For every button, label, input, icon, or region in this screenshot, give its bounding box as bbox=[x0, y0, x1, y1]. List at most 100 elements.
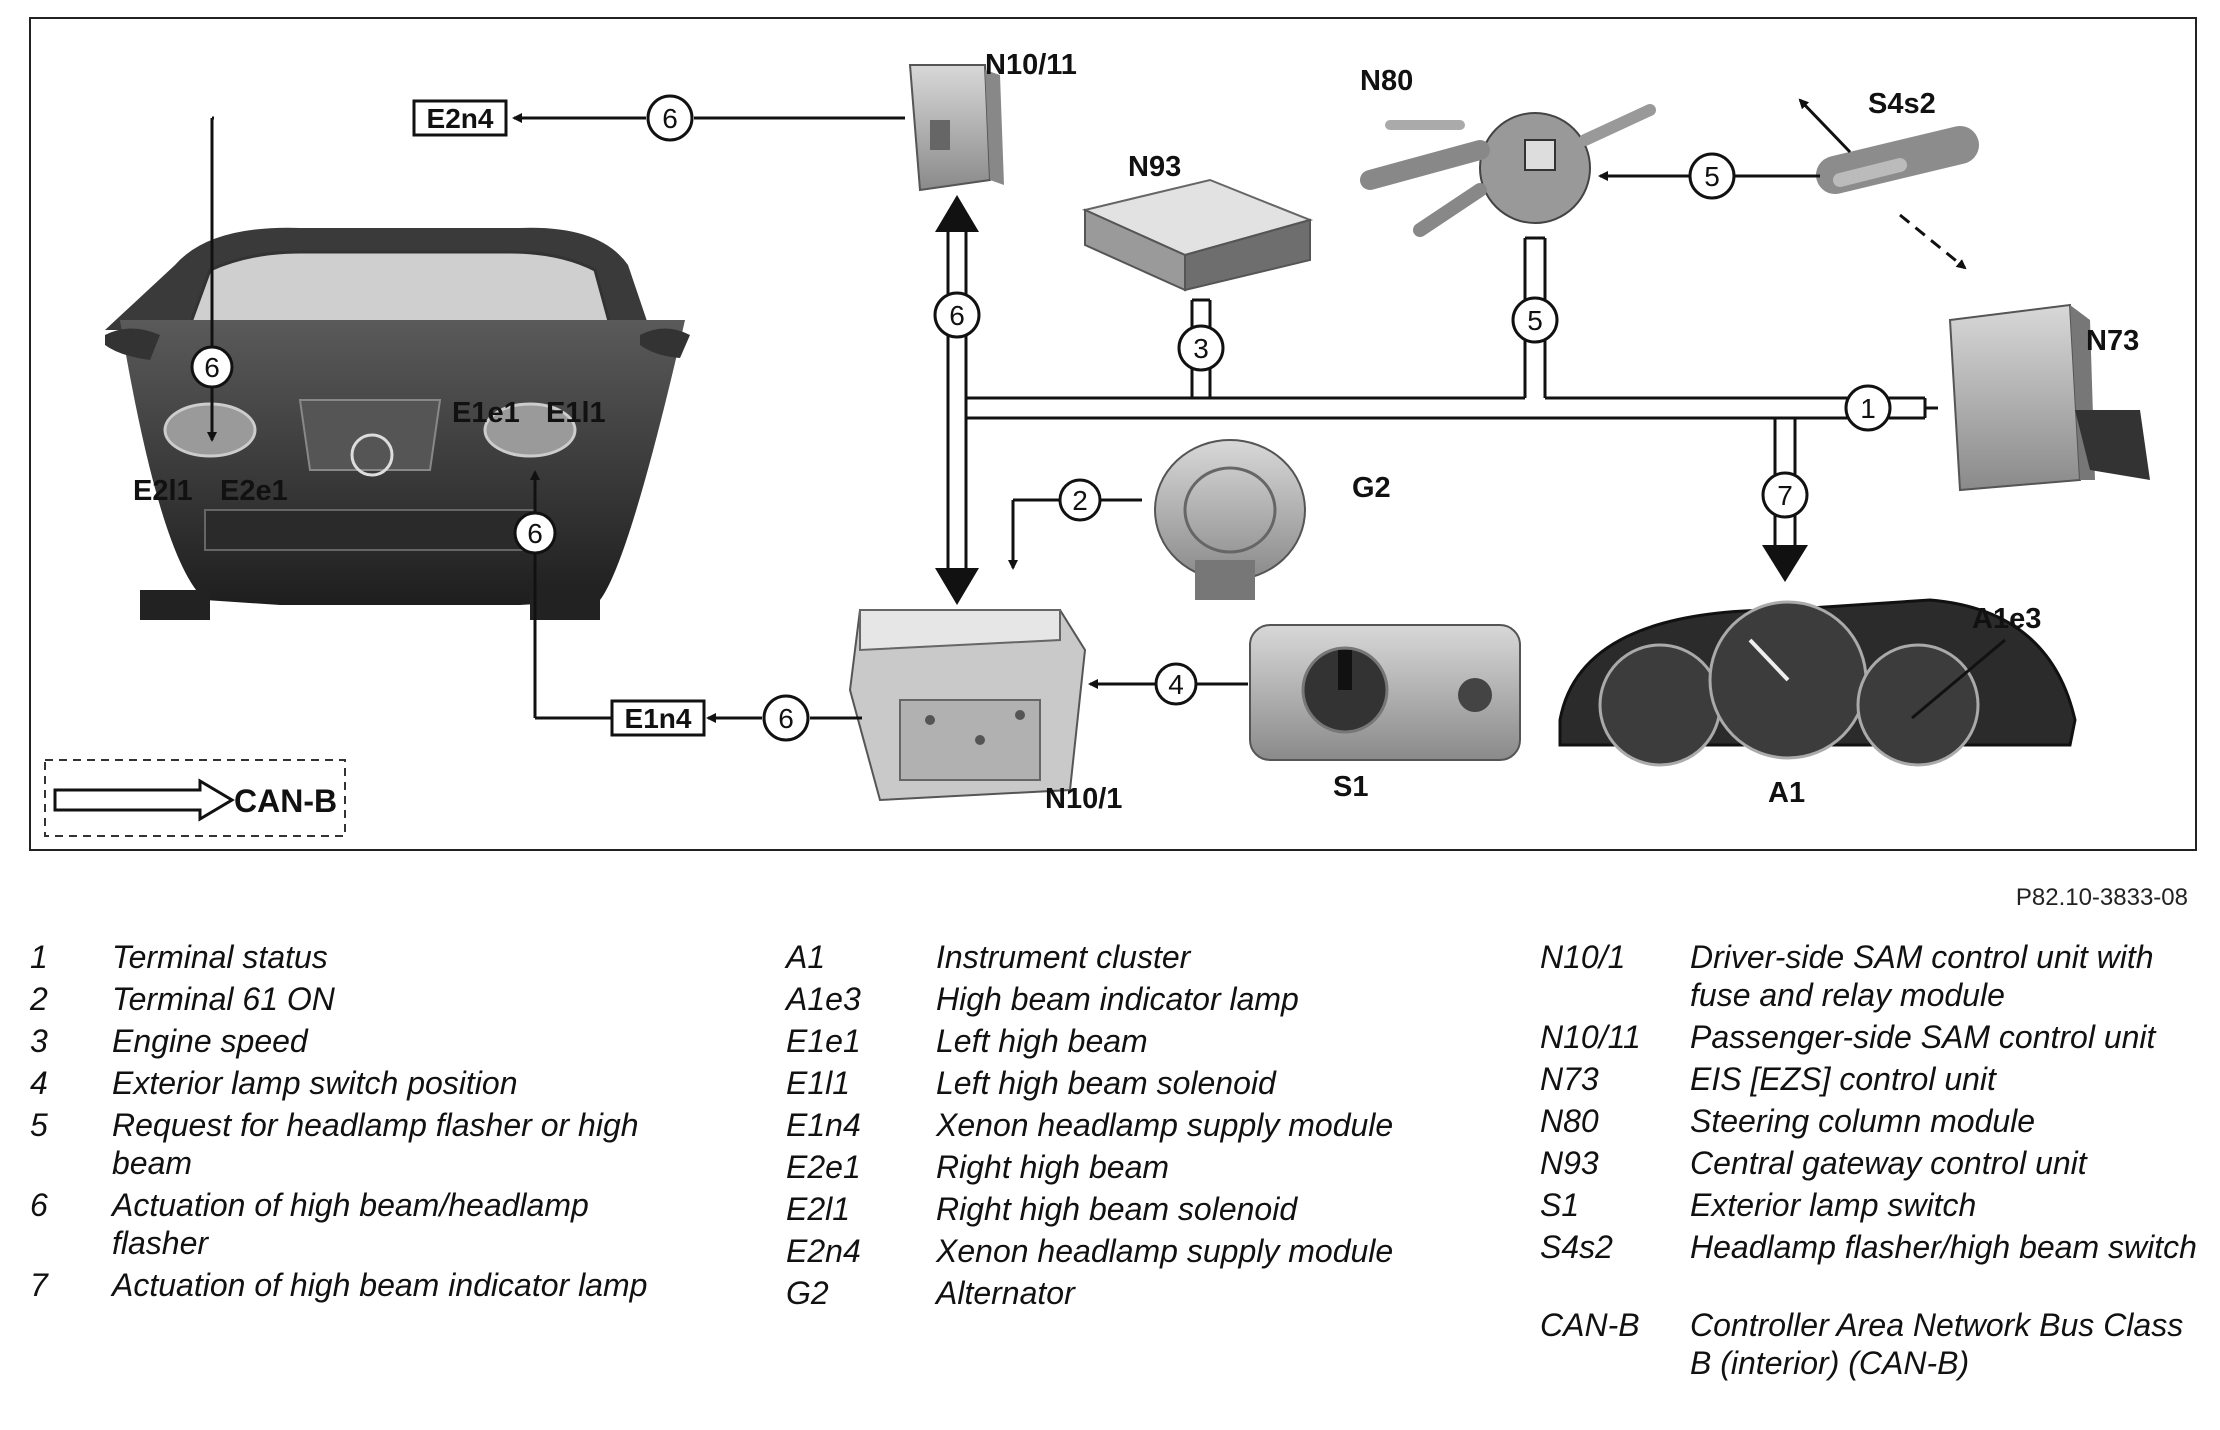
legend-description: Engine speed bbox=[112, 1023, 308, 1059]
legend-description: Passenger-side SAM control unit bbox=[1690, 1019, 2156, 1055]
signal-6-bus-marker: 6 bbox=[933, 291, 981, 339]
legend-description: Exterior lamp switch position bbox=[112, 1065, 518, 1101]
legend-code: 1 bbox=[30, 939, 48, 975]
legend-entry-can-b: CAN-B Controller Area Network Bus Class B… bbox=[1540, 1306, 2210, 1382]
signal-5-bus-label: 5 bbox=[1527, 305, 1543, 336]
can-b-arrowhead-n10-11 bbox=[935, 195, 979, 232]
legend-description: Driver-side SAM control unit with fuse a… bbox=[1690, 939, 2154, 1013]
n10-1-sam-image bbox=[848, 609, 1087, 802]
legend-code: 6 bbox=[30, 1187, 48, 1223]
e1n4-label: E1n4 bbox=[625, 703, 692, 734]
figure-reference: P82.10-3833-08 bbox=[2015, 884, 2188, 911]
legend-description: Xenon headlamp supply module bbox=[936, 1107, 1394, 1143]
legend-code: E1n4 bbox=[786, 1107, 861, 1143]
legend-description: Actuation of high beam/headlamp flasher bbox=[112, 1187, 589, 1261]
signal-markers: 6 6 6 6 6 3 5 5 bbox=[190, 94, 1892, 742]
legend-description: Terminal 61 ON bbox=[112, 981, 335, 1017]
signal-1-label: 1 bbox=[1860, 393, 1876, 424]
label-s4s2: S4s2 bbox=[1868, 88, 1936, 120]
legend-spacer bbox=[1540, 1270, 2210, 1306]
legend-entry: 1 Terminal status bbox=[30, 938, 690, 976]
legend-code: E2e1 bbox=[786, 1149, 861, 1185]
label-n73: N73 bbox=[2086, 325, 2139, 357]
signal-3-label: 3 bbox=[1193, 333, 1209, 364]
legend-code: E1l1 bbox=[786, 1065, 851, 1101]
e2n4-box: E2n4 bbox=[412, 99, 508, 137]
legend-entry: N73 EIS [EZS] control unit bbox=[1540, 1060, 2210, 1098]
label-n93: N93 bbox=[1128, 151, 1181, 183]
legend-description: Exterior lamp switch bbox=[1690, 1187, 1977, 1223]
signal-6-car-left-label: 6 bbox=[527, 518, 543, 549]
label-e2l1: E2l1 bbox=[133, 475, 193, 507]
label-a1: A1 bbox=[1768, 777, 1805, 809]
legend-description: Steering column module bbox=[1690, 1103, 2036, 1139]
signal-4-label: 4 bbox=[1168, 669, 1184, 700]
legend-code: G2 bbox=[786, 1275, 829, 1311]
legend-description: High beam indicator lamp bbox=[936, 981, 1299, 1017]
signal-6-car-right-label: 6 bbox=[204, 352, 220, 383]
legend-description: Request for headlamp flasher or high bea… bbox=[112, 1107, 639, 1181]
signal-1-marker: 1 bbox=[1844, 384, 1892, 432]
legend-code: A1 bbox=[786, 939, 826, 975]
legend-description: Headlamp flasher/high beam switch bbox=[1690, 1229, 2197, 1265]
n93-gateway-image bbox=[1081, 178, 1314, 292]
signal-6-top-label: 6 bbox=[662, 103, 678, 134]
signal-5-label: 5 bbox=[1704, 161, 1720, 192]
legend-description: Controller Area Network Bus Class B (int… bbox=[1690, 1307, 2184, 1381]
signal-lines bbox=[207, 98, 2006, 723]
legend-entry: 6 Actuation of high beam/headlamp flasher bbox=[30, 1186, 690, 1262]
legend-entry: A1 Instrument cluster bbox=[786, 938, 1466, 976]
legend-code: 7 bbox=[30, 1267, 48, 1303]
legend-description: Left high beam bbox=[936, 1023, 1148, 1059]
label-n10-1: N10/1 bbox=[1045, 783, 1122, 815]
system-diagram: 6 6 6 6 6 3 5 5 bbox=[29, 17, 2197, 851]
signal-6-car-right-marker: 6 bbox=[190, 345, 234, 389]
signal-2-label: 2 bbox=[1072, 485, 1088, 516]
legend-entry: S1 Exterior lamp switch bbox=[1540, 1186, 2210, 1224]
legend-description: Right high beam solenoid bbox=[936, 1191, 1298, 1227]
legend-code: S1 bbox=[1540, 1187, 1580, 1223]
legend-entry: N10/1 Driver-side SAM control unit with f… bbox=[1540, 938, 2210, 1014]
legend-entry: E1n4 Xenon headlamp supply module bbox=[786, 1106, 1466, 1144]
signal-6-bus-label: 6 bbox=[949, 300, 965, 331]
legend-description: Instrument cluster bbox=[936, 939, 1191, 975]
legend-description: Terminal status bbox=[112, 939, 328, 975]
legend-description: Right high beam bbox=[936, 1149, 1170, 1185]
n10-11-module-image bbox=[908, 64, 1004, 192]
can-b-key: CAN-B bbox=[44, 759, 346, 837]
signal-5-marker: 5 bbox=[1688, 152, 1736, 200]
label-s1: S1 bbox=[1333, 771, 1368, 803]
legend-code: N73 bbox=[1540, 1061, 1599, 1097]
legend-code: E1e1 bbox=[786, 1023, 861, 1059]
legend-entry: E1l1 Left high beam solenoid bbox=[786, 1064, 1466, 1102]
label-e1e1: E1e1 bbox=[452, 397, 520, 429]
can-b-arrowhead-n10-1 bbox=[935, 568, 979, 605]
legend-entry: A1e3 High beam indicator lamp bbox=[786, 980, 1466, 1018]
legend-description: Central gateway control unit bbox=[1690, 1145, 2087, 1181]
e1n4-box: E1n4 bbox=[610, 699, 706, 737]
legend-description: Alternator bbox=[936, 1275, 1075, 1311]
legend-entry: E2e1 Right high beam bbox=[786, 1148, 1466, 1186]
legend-code: N93 bbox=[1540, 1145, 1599, 1181]
legend-code: N10/1 bbox=[1540, 939, 1626, 975]
signal-5-bus-marker: 5 bbox=[1511, 296, 1559, 344]
legend-description: Xenon headlamp supply module bbox=[936, 1233, 1394, 1269]
label-e1l1: E1l1 bbox=[546, 397, 606, 429]
legend-code: CAN-B bbox=[1540, 1307, 1640, 1343]
legend-description: Left high beam solenoid bbox=[936, 1065, 1276, 1101]
signal-7-label: 7 bbox=[1777, 480, 1793, 511]
legend-code: A1e3 bbox=[786, 981, 861, 1017]
label-e2e1: E2e1 bbox=[220, 475, 288, 507]
legend-code: E2n4 bbox=[786, 1233, 861, 1269]
label-n80: N80 bbox=[1360, 65, 1413, 97]
a1-instrument-cluster-image bbox=[1558, 598, 2077, 767]
legend-description: EIS [EZS] control unit bbox=[1690, 1061, 1996, 1097]
signal-6-bottom-label: 6 bbox=[778, 703, 794, 734]
